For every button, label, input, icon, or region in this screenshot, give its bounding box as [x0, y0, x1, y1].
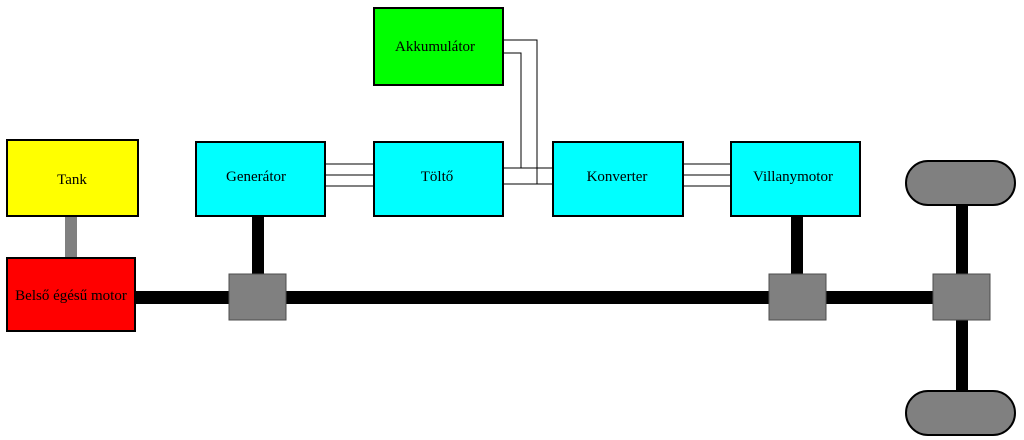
engine-box	[6, 257, 136, 332]
main-drive-shaft	[134, 291, 934, 304]
engine-label: Belső égésű motor	[15, 288, 127, 304]
differential-box	[932, 273, 991, 321]
generator-label: Generátor	[226, 169, 286, 185]
generator-shaft	[252, 216, 264, 276]
accumulator-box	[373, 7, 504, 86]
axle-shaft-lower	[956, 320, 968, 392]
tank-box	[6, 139, 139, 217]
converter-block: Konverter	[552, 141, 684, 217]
motor-coupling-box	[768, 273, 827, 321]
charger-label: Töltő	[421, 169, 454, 185]
front-wheel	[905, 160, 1016, 206]
tank-label: Tank	[57, 172, 87, 188]
charger-block: Töltő	[373, 141, 504, 217]
charger-box	[373, 141, 504, 217]
electric-motor-label: Villanymotor	[753, 169, 833, 185]
rear-wheel	[905, 390, 1016, 436]
accumulator-label: Akkumulátor	[395, 39, 475, 55]
generator-block: Generátor	[195, 141, 326, 217]
accumulator-block: Akkumulátor	[373, 7, 504, 86]
axle-shaft-upper	[956, 204, 968, 276]
electric-motor-box	[730, 141, 861, 217]
electric-motor-block: Villanymotor	[730, 141, 861, 217]
generator-box	[195, 141, 326, 217]
engine-block: Belső égésű motor	[6, 257, 136, 332]
converter-label: Konverter	[587, 169, 648, 185]
converter-box	[552, 141, 684, 217]
charger-converter-accumulator-wires	[503, 39, 553, 185]
tank-block: Tank	[6, 139, 139, 217]
fuel-line	[65, 216, 77, 258]
generator-charger-wires	[325, 163, 374, 187]
generator-coupling-box	[228, 273, 287, 321]
electric-motor-shaft	[791, 216, 803, 276]
converter-motor-wires	[683, 163, 731, 187]
